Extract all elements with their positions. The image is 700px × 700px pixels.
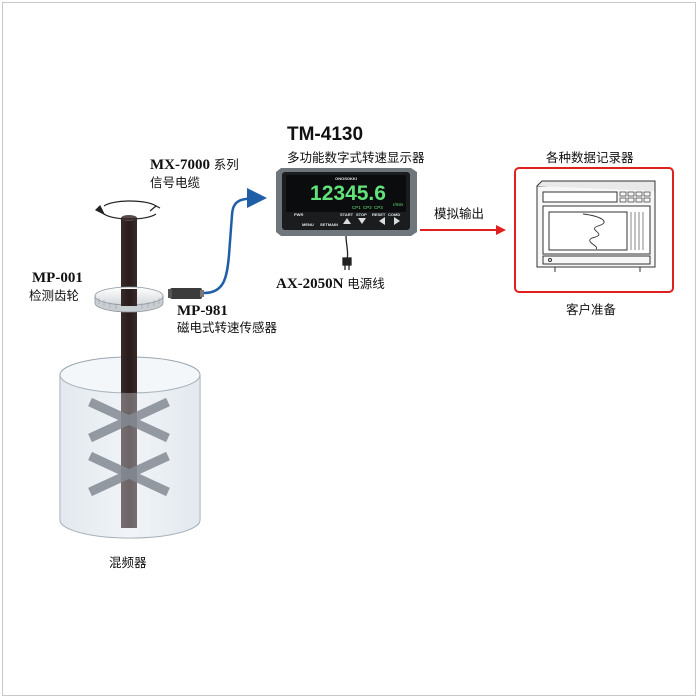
recorder-box [514, 167, 674, 293]
button-start[interactable]: START [340, 212, 354, 217]
rotation-arrow-icon [94, 200, 161, 220]
display-unit-label: r/min [393, 202, 403, 207]
indicator-cp1: CP1 [352, 205, 361, 210]
recorder-title: 各种数据记录器 [546, 150, 634, 165]
data-recorder [536, 180, 656, 272]
display-keypad [343, 217, 400, 225]
cable-series-suffix: 系列 [213, 157, 239, 172]
display-brand: ONOSOKKI [335, 176, 357, 181]
button-setmain[interactable]: SETMAIN [320, 222, 338, 227]
power-cord-label: AX-2050N 电源线 [276, 276, 385, 292]
signal-cable [203, 188, 267, 295]
gear-code: MP-001 [32, 270, 83, 286]
cable-code: MX-7000 [150, 157, 210, 173]
detection-gear [94, 286, 164, 313]
display-reading: 12345.6 [310, 182, 386, 205]
button-reset[interactable]: RESET [372, 212, 386, 217]
up-key-icon[interactable] [343, 218, 351, 224]
tank-glass [60, 375, 200, 538]
sensor-name: 磁电式转速传感器 [177, 320, 278, 335]
indicator-cp3: CP3 [374, 205, 383, 210]
gear-name: 检测齿轮 [29, 288, 80, 303]
sensor-code: MP-981 [177, 303, 228, 319]
shaft-top [121, 215, 137, 221]
down-key-icon[interactable] [358, 218, 366, 224]
button-stop[interactable]: STOP [356, 212, 367, 217]
right-key-icon[interactable] [394, 217, 400, 225]
magnetic-sensor [168, 288, 204, 299]
power-cord [342, 235, 352, 270]
recorder-caption: 客户准备 [566, 302, 617, 317]
cable-name: 信号电缆 [150, 175, 201, 190]
power-cord-name: 电源线 [347, 276, 385, 291]
left-key-icon[interactable] [379, 217, 385, 225]
power-cord-code: AX-2050N [276, 276, 344, 292]
power-indicator-label: PWR [294, 212, 303, 217]
indicator-cp2: CP2 [363, 205, 372, 210]
analog-output-arrow [420, 225, 506, 235]
impeller-blades [88, 397, 170, 497]
analog-output-label: 模拟输出 [434, 206, 485, 221]
display-description: 多功能数字式转速显示器 [287, 150, 425, 165]
cable-code-line: MX-7000 系列 [150, 157, 239, 173]
button-menu[interactable]: MENU [302, 222, 314, 227]
button-comd[interactable]: COMD [388, 212, 400, 217]
display-model: TM-4130 [287, 124, 364, 145]
mixer-label: 混频器 [109, 555, 147, 570]
